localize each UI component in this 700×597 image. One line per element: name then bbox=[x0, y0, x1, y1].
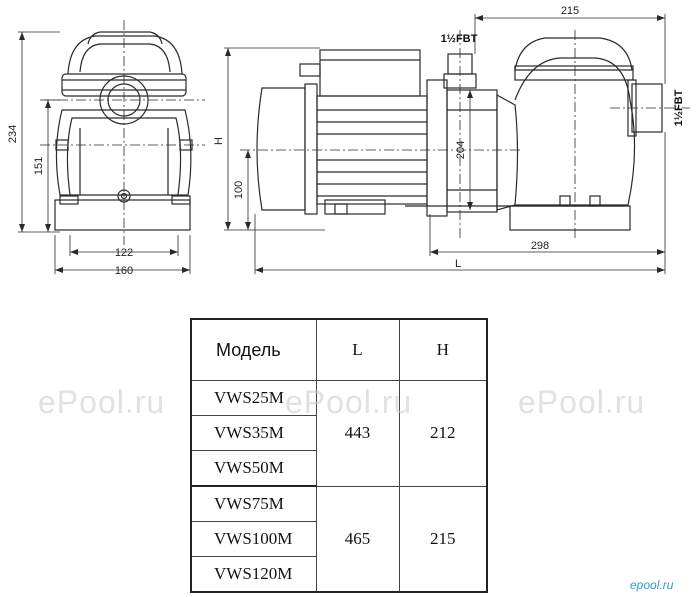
dim-298: 298 bbox=[531, 240, 549, 252]
dim-151: 151 bbox=[33, 157, 45, 175]
model-cell: VWS100M bbox=[190, 521, 317, 557]
dim-inlet-thread: 1½FBT bbox=[673, 89, 685, 126]
dim-100: 100 bbox=[233, 181, 245, 199]
pump-technical-drawing: 234 151 122 160 H 100 204 1½FBT 1½FBT 21… bbox=[7, 5, 690, 277]
dim-215: 215 bbox=[561, 5, 579, 17]
table-row: VWS75M 465 215 bbox=[190, 485, 488, 593]
spec-table: Модель L H VWS25M 443 212 VWS35M VWS50M … bbox=[190, 318, 488, 593]
dim-160: 160 bbox=[115, 265, 133, 277]
model-cell: VWS35M bbox=[190, 415, 317, 451]
side-view bbox=[240, 30, 690, 240]
model-cell: VWS120M bbox=[190, 556, 317, 593]
table-row: VWS50M bbox=[190, 450, 487, 487]
dim-L: L bbox=[455, 258, 461, 270]
watermark: ePool.ru bbox=[38, 384, 166, 420]
side-dimensions bbox=[224, 14, 666, 274]
watermark: ePool.ru bbox=[518, 384, 646, 420]
epool-logo: epool.ru bbox=[630, 578, 674, 592]
header-H: H bbox=[398, 318, 488, 381]
H-value: 215 bbox=[398, 485, 488, 593]
front-dimensions bbox=[18, 31, 191, 274]
L-value: 465 bbox=[315, 485, 400, 593]
L-value: 443 bbox=[315, 380, 400, 487]
dim-H: H bbox=[213, 137, 225, 145]
model-cell: VWS75M bbox=[190, 485, 317, 522]
header-model: Модель bbox=[190, 318, 317, 381]
table-row: VWS120M bbox=[190, 556, 487, 593]
table-row: VWS25M 443 212 bbox=[190, 380, 488, 487]
H-value: 212 bbox=[398, 380, 488, 487]
dim-234: 234 bbox=[7, 125, 19, 143]
table-header-row: Модель L H bbox=[190, 318, 488, 381]
table-row: VWS100M bbox=[190, 521, 487, 557]
dim-outlet-thread: 1½FBT bbox=[441, 33, 478, 45]
dim-204: 204 bbox=[455, 141, 467, 159]
table-row: VWS35M bbox=[190, 415, 487, 451]
model-cell: VWS25M bbox=[190, 380, 317, 416]
front-view bbox=[40, 20, 205, 245]
dim-122: 122 bbox=[115, 247, 133, 259]
header-L: L bbox=[315, 318, 400, 381]
model-cell: VWS50M bbox=[190, 450, 317, 487]
